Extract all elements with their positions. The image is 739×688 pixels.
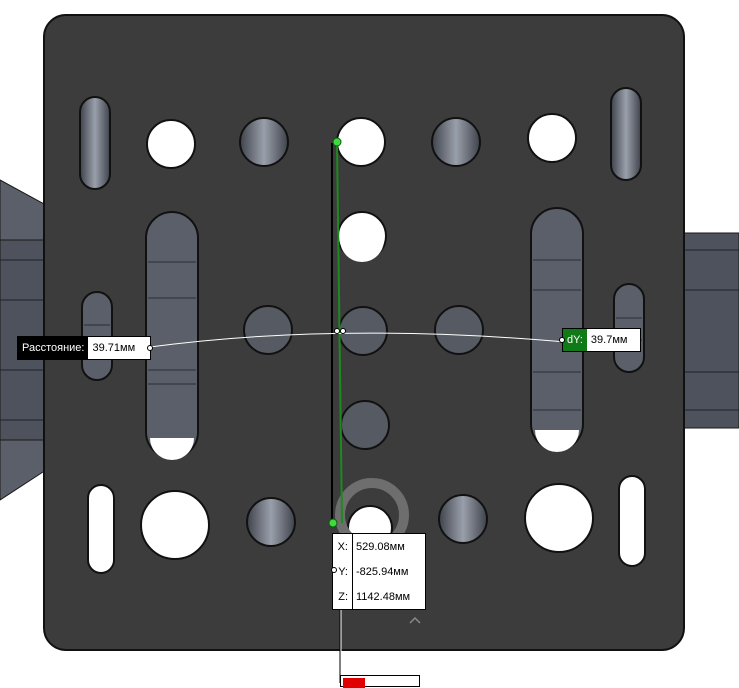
coord-axis-z: Z: <box>338 590 348 603</box>
hole <box>524 483 594 553</box>
start-point[interactable] <box>332 137 342 147</box>
dy-callout[interactable]: dY: 39.7мм <box>562 328 641 352</box>
distance-callout[interactable]: Расстояние: 39.71мм <box>17 336 151 360</box>
slot <box>87 484 115 574</box>
coord-row-z: Z: 1142.48мм <box>333 584 425 609</box>
slot <box>145 211 199 459</box>
hole <box>438 494 488 544</box>
coord-axis-x: X: <box>337 540 348 553</box>
coord-value-x: 529.08мм <box>356 540 405 553</box>
dy-value: 39.7мм <box>590 334 628 346</box>
slot <box>618 475 646 567</box>
coord-row-x: X: 529.08мм <box>333 534 425 559</box>
coordinate-readout[interactable]: X: 529.08мм Y: -825.94мм Z: 1142.48мм <box>332 533 426 610</box>
red-indicator <box>343 678 365 688</box>
hole <box>431 117 481 167</box>
hole <box>338 306 388 356</box>
coord-value-z: 1142.48мм <box>356 590 411 603</box>
hole <box>340 400 390 450</box>
midpoint-handle[interactable] <box>340 328 346 334</box>
end-point[interactable] <box>328 518 338 528</box>
hole <box>434 305 484 355</box>
coord-value-y: -825.94мм <box>356 565 409 578</box>
callout-handle[interactable] <box>147 345 153 351</box>
chevron-up-icon[interactable] <box>409 616 421 624</box>
callout-handle[interactable] <box>331 567 337 573</box>
hole <box>527 113 577 163</box>
slot <box>610 87 642 181</box>
distance-label: Расстояние: <box>18 337 89 359</box>
hole <box>140 490 210 560</box>
hole <box>146 119 196 169</box>
hole <box>243 305 293 355</box>
dy-label: dY: <box>563 329 587 351</box>
hole <box>246 497 296 547</box>
hole <box>239 117 289 167</box>
coord-axis-y: Y: <box>338 565 348 578</box>
bottom-indicator-box <box>340 675 420 688</box>
coord-row-y: Y: -825.94мм <box>333 559 425 584</box>
dimension-arc <box>149 332 567 348</box>
slot <box>79 96 111 190</box>
hole <box>336 117 386 167</box>
midpoint-handle[interactable] <box>334 328 340 334</box>
distance-value: 39.71мм <box>92 342 136 354</box>
callout-handle[interactable] <box>559 337 565 343</box>
